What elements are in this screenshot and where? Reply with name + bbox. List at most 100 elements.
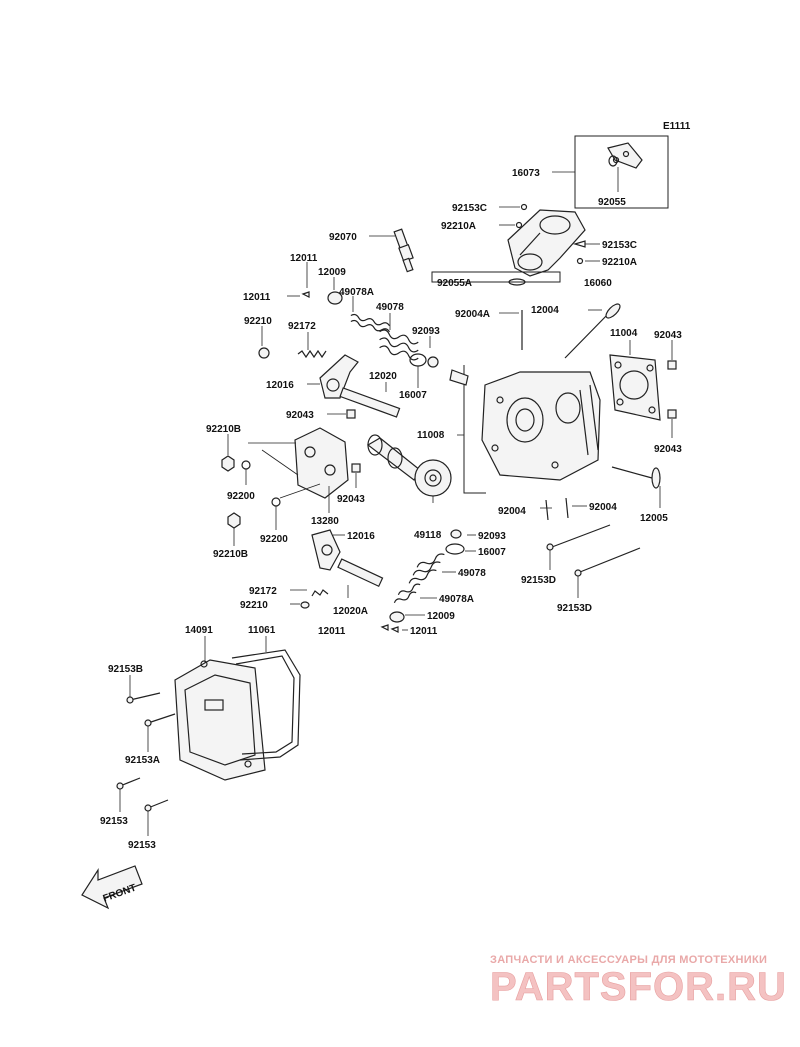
label-49078-a: 49078 [376, 302, 404, 313]
gasket-11004 [609, 354, 661, 421]
front-arrow-icon [81, 865, 143, 910]
rocker-arm-12016-upper [319, 354, 359, 399]
label-12005: 12005 [640, 513, 668, 524]
label-49078a-a: 49078A [339, 287, 374, 298]
rocker-holder-13280 [294, 427, 349, 499]
cover-gasket-11061 [231, 649, 301, 761]
label-92153a: 92153A [125, 755, 160, 766]
spring-92172-upper [297, 349, 327, 359]
label-92210-a: 92210 [244, 316, 272, 327]
label-12011-d: 12011 [410, 626, 438, 637]
label-92210-b: 92210 [240, 600, 268, 611]
seal-16007-lower [445, 543, 465, 555]
label-11008: 11008 [417, 430, 445, 441]
label-92210b-a: 92210B [206, 424, 241, 435]
head-cover-14091 [174, 659, 266, 781]
label-92200-a: 92200 [227, 491, 255, 502]
label-16073: 16073 [512, 168, 540, 179]
spring-49078-lower [408, 553, 445, 584]
label-92153b: 92153B [108, 664, 143, 675]
leader-frame-11008 [463, 365, 486, 494]
label-92153d-a: 92153D [521, 575, 556, 586]
bolt-92153-a [116, 777, 141, 790]
spring-49078a-upper [350, 313, 391, 333]
label-16007-a: 16007 [399, 390, 427, 401]
label-92043-r1: 92043 [654, 330, 682, 341]
label-12009-b: 12009 [427, 611, 455, 622]
bolt-92153c-right [572, 240, 586, 248]
label-92093-b: 92093 [478, 531, 506, 542]
label-92210a-right: 92210A [602, 257, 637, 268]
pin-92043-r1 [667, 360, 677, 370]
label-49118: 49118 [414, 530, 442, 541]
label-49078a-b: 49078A [439, 594, 474, 605]
pin-92043-r2 [667, 409, 677, 419]
washer-92093-lower [450, 529, 462, 539]
bolt-92153c-top [520, 203, 528, 211]
nut-92210-upper [258, 347, 270, 359]
spring-49078a-lower [393, 583, 421, 604]
label-92153-b: 92153 [128, 840, 156, 851]
rocker-shaft-12020 [339, 387, 401, 418]
washer-92200-upper [241, 460, 251, 470]
label-16060: 16060 [584, 278, 612, 289]
rocker-shaft-12020a [337, 558, 384, 588]
camshaft-49118 [366, 434, 452, 497]
bolt-92153d-b [574, 547, 641, 577]
cylinder-head-11008 [481, 371, 601, 481]
bolt-92153b [126, 692, 161, 704]
cover-plate-16073 [607, 142, 643, 169]
valve-guide-upper [449, 369, 469, 386]
label-12016-b: 12016 [347, 531, 375, 542]
valve-12005 [611, 466, 661, 489]
label-92055: 92055 [598, 197, 626, 208]
nut-92210-lower [300, 601, 310, 609]
diagram-code: E1111 [663, 121, 691, 132]
label-92153d-b: 92153D [557, 603, 592, 614]
guide-92004-b [565, 497, 569, 519]
label-92004-a: 92004 [498, 506, 526, 517]
bolt-92153a [144, 713, 176, 727]
label-92004-b: 92004 [589, 502, 617, 513]
pin-92043-bottom [351, 463, 361, 473]
label-92172-b: 92172 [249, 586, 277, 597]
label-12016-a: 12016 [266, 380, 294, 391]
label-92153c-right: 92153C [602, 240, 637, 251]
washer-92210a-top [515, 221, 523, 229]
label-92070: 92070 [329, 232, 357, 243]
nut-92210b-lower [227, 512, 241, 529]
guide-92004-a [545, 499, 549, 521]
label-92153c-top: 92153C [452, 203, 487, 214]
label-12020a: 12020A [333, 606, 368, 617]
valve-12004 [564, 303, 621, 359]
label-92210a-top: 92210A [441, 221, 476, 232]
leader-frame-16060 [431, 271, 561, 283]
spark-plug-92070 [393, 228, 414, 273]
o-ring-92055a [508, 278, 526, 286]
label-92093-a: 92093 [412, 326, 440, 337]
cotter-12011-lower-a [380, 624, 389, 631]
washer-92093-upper [427, 356, 439, 368]
label-12011-b: 12011 [243, 292, 271, 303]
washer-92200-lower [271, 497, 281, 507]
label-11061: 11061 [248, 625, 276, 636]
pin-92043-mid [346, 409, 356, 419]
label-12020: 12020 [369, 371, 397, 382]
label-92043-b: 92043 [337, 494, 365, 505]
label-92055a: 92055A [437, 278, 472, 289]
label-16007-b: 16007 [478, 547, 506, 558]
label-92172-a: 92172 [288, 321, 316, 332]
label-14091: 14091 [185, 625, 213, 636]
label-12009-a: 12009 [318, 267, 346, 278]
label-92200-b: 92200 [260, 534, 288, 545]
label-12011-c: 12011 [318, 626, 346, 637]
inset-frame [574, 135, 669, 209]
label-92043-m: 92043 [286, 410, 314, 421]
nut-92210b-upper [221, 455, 235, 472]
cotter-12011-upper-a [301, 291, 310, 298]
watermark-logo: PARTSFOR.RU [490, 965, 787, 1009]
retainer-12009-lower [389, 611, 405, 623]
retainer-12009-upper [327, 291, 343, 305]
